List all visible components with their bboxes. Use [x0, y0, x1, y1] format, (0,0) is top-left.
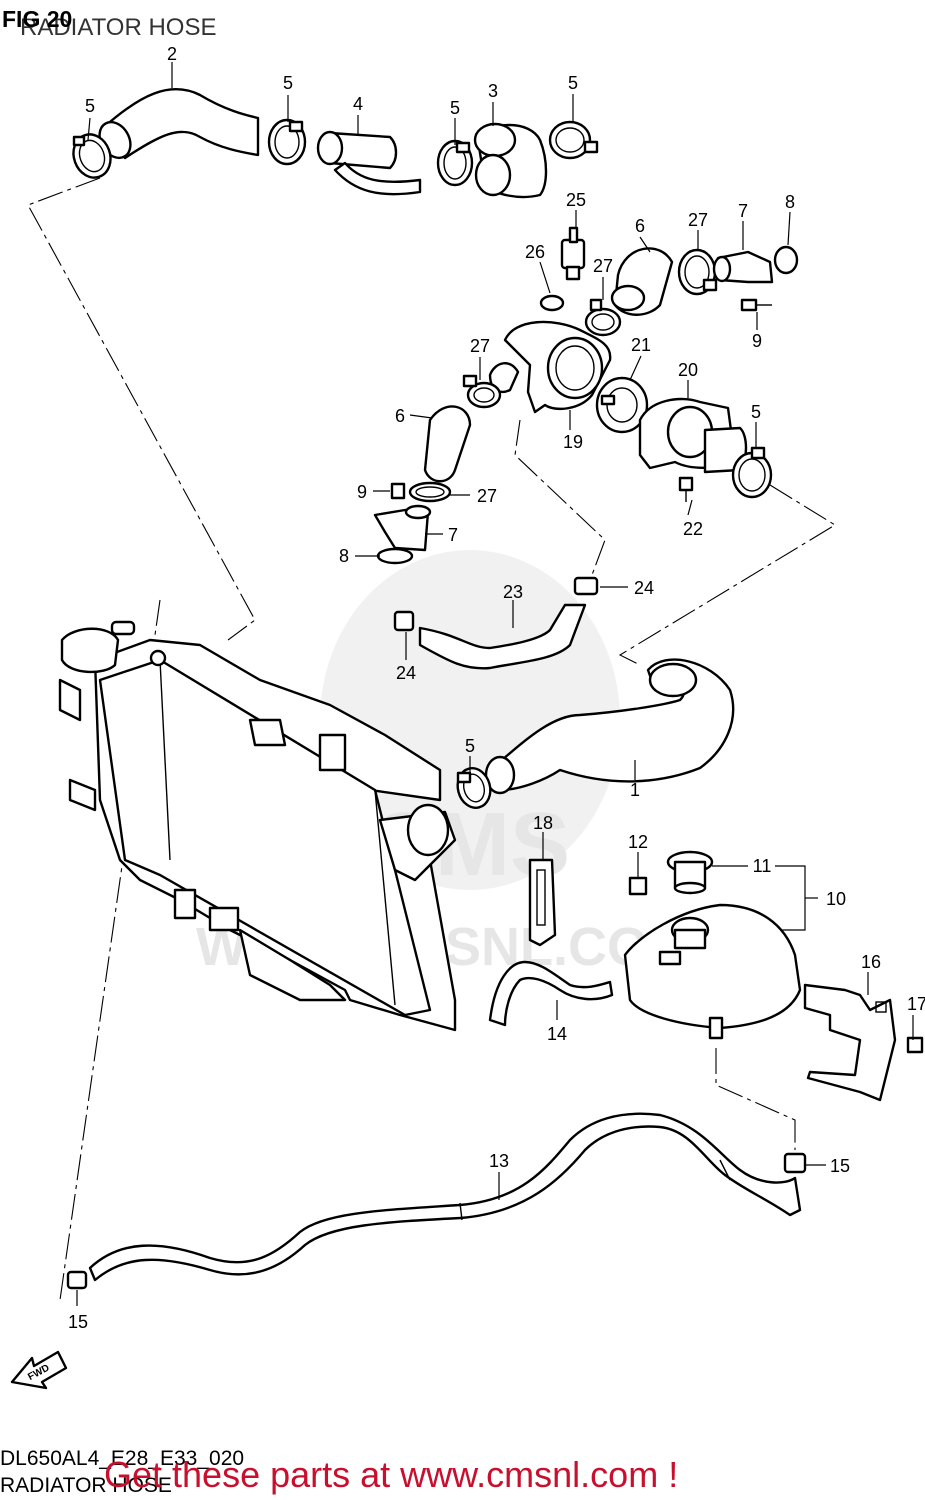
part-20-thermostat-cover — [638, 397, 748, 474]
callout-5-d: 5 — [568, 73, 578, 93]
part-6-short-hose-upper — [610, 247, 674, 316]
callout-27-d: 27 — [477, 486, 497, 506]
callout-5-f: 5 — [465, 736, 475, 756]
part-5-clamp-upper-mid — [267, 118, 307, 166]
part-24-hose-clip-right — [573, 576, 599, 596]
callout-12: 12 — [628, 832, 648, 852]
part-2-radiator-inlet-hose — [98, 87, 260, 160]
radiator-assembly — [58, 620, 457, 1032]
callout-8-b: 8 — [339, 546, 349, 566]
part-9-bolt-upper — [740, 298, 772, 312]
callout-8-a: 8 — [785, 192, 795, 212]
part-23-bypass-hose — [418, 603, 587, 670]
callout-27-b: 27 — [593, 256, 613, 276]
callout-5-b: 5 — [283, 73, 293, 93]
callout-27-a: 27 — [688, 210, 708, 230]
callout-19: 19 — [563, 432, 583, 452]
part-7-hose-fitting-upper — [712, 250, 774, 284]
part-9-bolt-lower — [390, 482, 406, 500]
callout-21: 21 — [631, 335, 651, 355]
part-22-bolt — [678, 476, 694, 502]
callout-5-a: 5 — [85, 96, 95, 116]
assembly-guide-lines — [27, 177, 837, 1301]
part-10-coolant-reservoir — [623, 903, 802, 1040]
figure-label: FIG 20 — [2, 6, 73, 32]
callout-17: 17 — [907, 994, 925, 1014]
callout-27-c: 27 — [470, 336, 490, 356]
model-code: DL650AL4_E28_E33_020 — [0, 1447, 245, 1470]
part-5-clamp-upper-right — [548, 120, 599, 160]
callout-7-b: 7 — [448, 525, 458, 545]
part-19-thermostat-housing — [488, 320, 612, 414]
part-11-reservoir-cap — [666, 850, 714, 895]
callout-23: 23 — [503, 582, 523, 602]
part-15-hose-clip-left — [66, 1270, 88, 1290]
callout-numbers: 2 5 5 4 5 3 5 25 26 6 27 7 8 27 9 27 21 … — [68, 44, 925, 1332]
callout-5-e: 5 — [751, 402, 761, 422]
part-25-temperature-sensor — [560, 226, 586, 281]
callout-9-b: 9 — [357, 482, 367, 502]
callout-24-b: 24 — [396, 663, 416, 683]
part-5-clamp-cover — [731, 446, 773, 499]
callout-2: 2 — [167, 44, 177, 64]
part-27-clamp-lower — [408, 481, 452, 503]
fwd-direction-arrow: FWD — [10, 1350, 68, 1390]
callout-10: 10 — [826, 889, 846, 909]
part-7-hose-fitting-lower — [373, 504, 432, 552]
callout-18: 18 — [533, 813, 553, 833]
part-15-hose-clip-right — [783, 1152, 807, 1174]
part-5-clamp-upper-3 — [436, 139, 474, 187]
part-4-water-pipe — [316, 130, 422, 196]
callout-4: 4 — [353, 94, 363, 114]
part-14-overflow-hose — [488, 960, 614, 1027]
callout-16: 16 — [861, 952, 881, 972]
callout-20: 20 — [678, 360, 698, 380]
callout-7-a: 7 — [738, 201, 748, 221]
callout-13: 13 — [489, 1151, 509, 1171]
part-5-clamp-upper-left — [72, 133, 112, 179]
part-27-clamp-left — [462, 374, 502, 409]
part-21-thermostat — [595, 376, 649, 434]
part-16-reservoir-bracket — [803, 983, 897, 1102]
part-5-clamp-lower-hose — [456, 767, 492, 809]
parts-shop-link[interactable]: Get these parts at www.cmsnl.com ! — [104, 1454, 679, 1495]
part-12-bolt — [628, 876, 648, 896]
part-6-short-hose-left — [423, 405, 472, 483]
callout-22: 22 — [683, 519, 703, 539]
part-17-bolt — [906, 1036, 924, 1054]
part-13-drain-hose — [88, 1112, 802, 1282]
part-26-gasket — [539, 294, 565, 312]
callout-26: 26 — [525, 242, 545, 262]
part-27-clamp-upper-right — [677, 248, 718, 296]
part-8-o-ring-upper — [773, 245, 799, 275]
callout-24-a: 24 — [634, 578, 654, 598]
callout-6-a: 6 — [635, 216, 645, 236]
callout-1: 1 — [630, 780, 640, 800]
part-24-hose-clip-left — [393, 610, 415, 632]
callout-15-a: 15 — [830, 1156, 850, 1176]
callout-14: 14 — [547, 1024, 567, 1044]
part-27-clamp-housing — [584, 298, 622, 337]
footer-subtitle: RADIATOR HOSE — [0, 1474, 172, 1497]
figure-subtitle: RADIATOR HOSE — [20, 14, 217, 41]
callout-15-b: 15 — [68, 1312, 88, 1332]
callout-3: 3 — [488, 81, 498, 101]
callout-6-b: 6 — [395, 406, 405, 426]
callout-9-a: 9 — [752, 331, 762, 351]
part-3-elbow-hose — [473, 122, 548, 199]
callout-11: 11 — [753, 856, 772, 876]
part-1-radiator-outlet-hose — [484, 658, 735, 795]
part-8-o-ring-lower — [376, 547, 414, 565]
part-18-hose-strap — [528, 858, 557, 947]
callout-5-c: 5 — [450, 98, 460, 118]
callout-leader-lines — [76, 62, 914, 1306]
callout-25: 25 — [566, 190, 586, 210]
